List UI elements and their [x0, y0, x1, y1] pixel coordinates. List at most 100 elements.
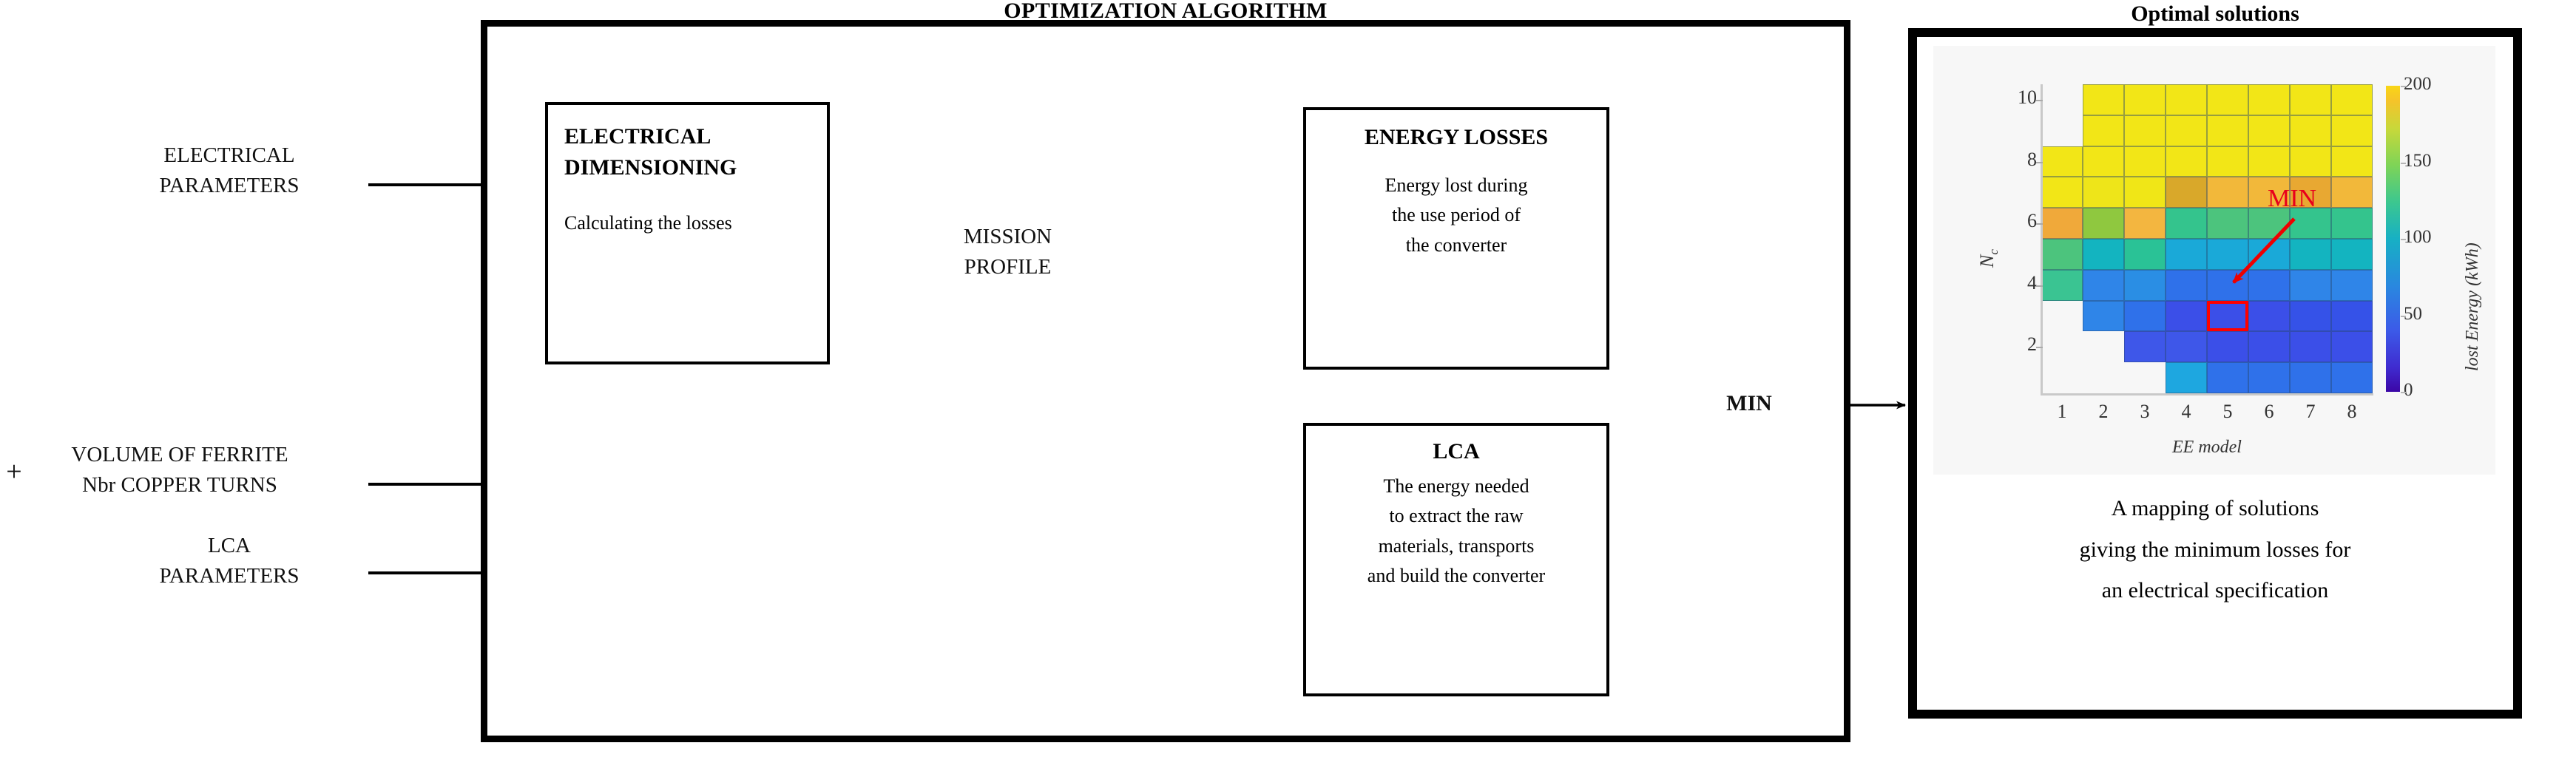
heatmap-cell[interactable] — [2248, 84, 2290, 115]
heatmap-cell[interactable] — [2166, 331, 2207, 363]
heatmap-cell[interactable] — [2331, 84, 2373, 115]
box-subtitle-line: to extract the raw — [1389, 505, 1524, 527]
heatmap-plot-area[interactable] — [2041, 84, 2373, 393]
heatmap-cell[interactable] — [2207, 331, 2248, 363]
page-title: OPTIMIZATION ALGORITHM — [1004, 0, 1328, 23]
y-axis-spine — [2041, 84, 2043, 395]
heatmap-cell[interactable] — [2124, 208, 2166, 239]
heatmap-cell[interactable] — [2166, 239, 2207, 270]
colorbar — [2386, 86, 2400, 392]
heatmap-cell[interactable] — [2166, 300, 2207, 332]
process-box-lca[interactable]: LCA The energy needed to extract the raw… — [1303, 423, 1609, 696]
heatmap-cell[interactable] — [2331, 300, 2373, 332]
heatmap-cell[interactable] — [2083, 300, 2124, 332]
heatmap-cell[interactable] — [2290, 239, 2331, 270]
input-line: Nbr COPPER TURNS — [82, 473, 277, 498]
optimization-algorithm-panel — [481, 20, 1850, 742]
heatmap-cell[interactable] — [2166, 208, 2207, 239]
heatmap-cell[interactable] — [2083, 84, 2124, 115]
box-subtitle-line: Energy lost during — [1385, 174, 1528, 196]
heatmap-cell[interactable] — [2248, 115, 2290, 146]
heatmap-cell[interactable] — [2290, 146, 2331, 177]
heatmap-cell[interactable] — [2166, 362, 2207, 393]
x-axis-spine — [2041, 393, 2373, 396]
heatmap-cell[interactable] — [2331, 115, 2373, 146]
x-axis-tick-label: 7 — [2305, 401, 2316, 422]
heatmap-cell[interactable] — [2041, 269, 2083, 301]
heatmap-cell[interactable] — [2290, 300, 2331, 332]
box-subtitle-line: Calculating the losses — [564, 212, 732, 234]
heatmap-cell[interactable] — [2331, 362, 2373, 393]
heatmap-cell[interactable] — [2207, 146, 2248, 177]
caption-line: an electrical specification — [2101, 578, 2329, 602]
heatmap-cell[interactable] — [2083, 146, 2124, 177]
heatmap-cell[interactable] — [2248, 331, 2290, 363]
heatmap-cell[interactable] — [2124, 115, 2166, 146]
y-axis-tick-mark — [2036, 161, 2043, 163]
heatmap-cell[interactable] — [2331, 269, 2373, 301]
heatmap-cell[interactable] — [2166, 269, 2207, 301]
y-axis-tick-label: 6 — [2027, 210, 2037, 232]
input-plus-sign: + — [6, 456, 22, 487]
heatmap-cell[interactable] — [2166, 84, 2207, 115]
heatmap-cell[interactable] — [2331, 239, 2373, 270]
heatmap-cell[interactable] — [2124, 269, 2166, 301]
process-box-electrical-dimensioning[interactable]: ELECTRICAL DIMENSIONING Calculating the … — [545, 102, 830, 364]
colorbar-tick-label: 150 — [2404, 150, 2432, 171]
input-label-design-variables: VOLUME OF FERRITE Nbr COPPER TURNS — [21, 440, 339, 500]
heatmap-cell[interactable] — [2124, 300, 2166, 332]
heatmap-cell[interactable] — [2207, 208, 2248, 239]
heatmap-cell[interactable] — [2166, 146, 2207, 177]
heatmap-cell[interactable] — [2290, 208, 2331, 239]
results-panel-title: Optimal solutions — [2131, 1, 2299, 26]
heatmap-cell[interactable] — [2083, 177, 2124, 208]
heatmap-cell[interactable] — [2248, 177, 2290, 208]
heatmap-cell[interactable] — [2083, 269, 2124, 301]
heatmap-cell[interactable] — [2124, 239, 2166, 270]
y-axis-tick-label: 10 — [2018, 86, 2037, 108]
heatmap-cell[interactable] — [2124, 84, 2166, 115]
input-label-mission-profile: MISSION PROFILE — [910, 222, 1106, 282]
y-axis-tick-mark — [2036, 223, 2043, 225]
heatmap-cell[interactable] — [2166, 115, 2207, 146]
heatmap-cell[interactable] — [2290, 115, 2331, 146]
heatmap-cell[interactable] — [2290, 84, 2331, 115]
heatmap-cell[interactable] — [2124, 146, 2166, 177]
heatmap-cell[interactable] — [2166, 177, 2207, 208]
colorbar-tick-mark — [2401, 239, 2406, 240]
heatmap-cell[interactable] — [2331, 146, 2373, 177]
heatmap-cell[interactable] — [2124, 177, 2166, 208]
heatmap-cell[interactable] — [2041, 146, 2083, 177]
heatmap-cell[interactable] — [2290, 177, 2331, 208]
heatmap-cell[interactable] — [2207, 239, 2248, 270]
box-title-line: LCA — [1433, 439, 1480, 464]
heatmap-cell[interactable] — [2331, 331, 2373, 363]
process-box-energy-losses[interactable]: ENERGY LOSSES Energy lost during the use… — [1303, 107, 1609, 370]
heatmap-cell[interactable] — [2248, 362, 2290, 393]
heatmap-cell[interactable] — [2290, 331, 2331, 363]
y-axis-tick-mark — [2036, 347, 2043, 349]
x-axis-tick-label: 6 — [2264, 401, 2274, 422]
min-decision-label: MIN — [1726, 391, 1772, 415]
caption-line: giving the minimum losses for — [2079, 537, 2351, 562]
heatmap-cell[interactable] — [2083, 115, 2124, 146]
heatmap-cell[interactable] — [2083, 208, 2124, 239]
heatmap-cell[interactable] — [2083, 239, 2124, 270]
heatmap-cell[interactable] — [2124, 331, 2166, 363]
heatmap-cell[interactable] — [2331, 177, 2373, 208]
heatmap-cell[interactable] — [2331, 208, 2373, 239]
heatmap-cell[interactable] — [2207, 177, 2248, 208]
heatmap-min-annotation: MIN — [2268, 185, 2317, 212]
results-panel-caption: A mapping of solutions giving the minimu… — [1923, 488, 2507, 611]
heatmap-cell[interactable] — [2041, 208, 2083, 239]
heatmap-cell[interactable] — [2041, 177, 2083, 208]
heatmap-cell[interactable] — [2248, 269, 2290, 301]
heatmap-cell[interactable] — [2207, 115, 2248, 146]
heatmap-cell[interactable] — [2207, 362, 2248, 393]
heatmap-cell[interactable] — [2248, 300, 2290, 332]
heatmap-cell[interactable] — [2207, 84, 2248, 115]
heatmap-cell[interactable] — [2290, 362, 2331, 393]
heatmap-cell[interactable] — [2248, 146, 2290, 177]
heatmap-cell[interactable] — [2290, 269, 2331, 301]
